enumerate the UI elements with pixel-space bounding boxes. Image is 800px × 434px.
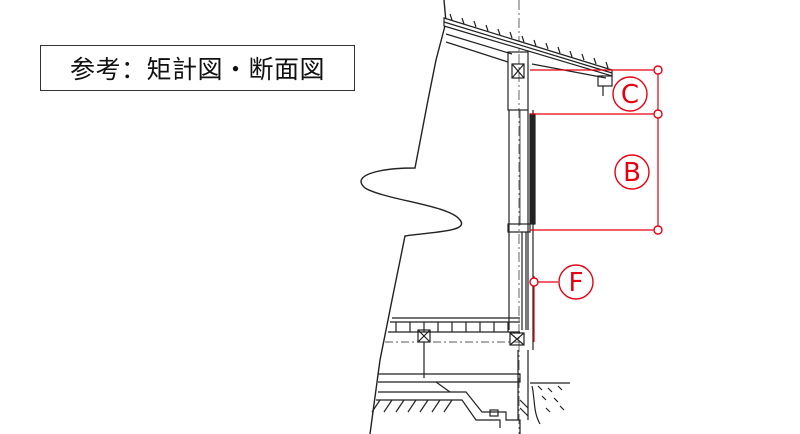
roof xyxy=(443,13,613,96)
marker-c-label: C xyxy=(621,80,639,110)
dimension-end-dots xyxy=(529,65,663,287)
reference-title: 参考：矩計図・断面図 xyxy=(69,55,325,84)
marker-c: C xyxy=(612,76,648,112)
marker-f-label: F xyxy=(569,268,584,298)
wall-section xyxy=(507,51,536,350)
marker-b-label: B xyxy=(623,158,641,188)
annotation-lines xyxy=(530,69,659,342)
floor-section xyxy=(378,317,525,393)
foundation xyxy=(371,350,570,434)
reference-title-box: 参考：矩計図・断面図 xyxy=(40,45,355,91)
marker-f: F xyxy=(558,264,594,300)
marker-b: B xyxy=(614,154,650,190)
break-line-outline xyxy=(360,0,463,434)
